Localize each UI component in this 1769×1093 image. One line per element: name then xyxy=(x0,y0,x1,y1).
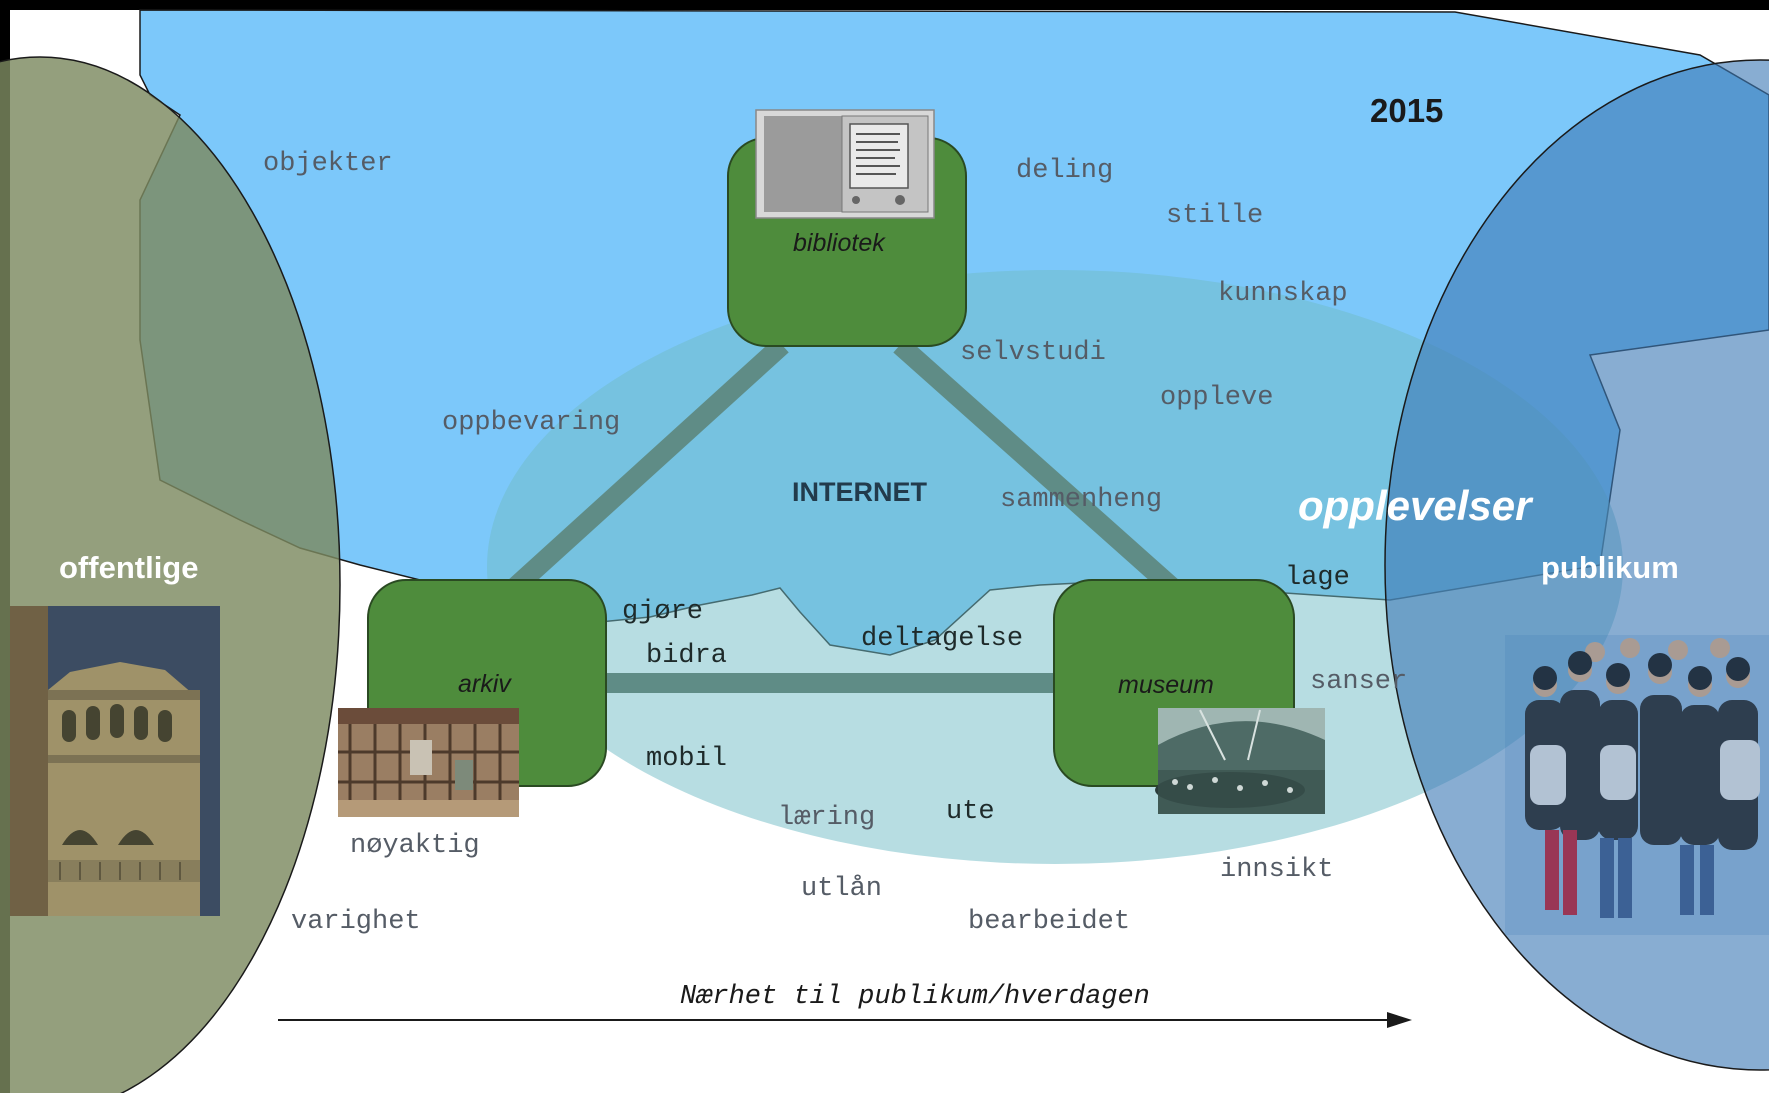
archive-shelves-icon xyxy=(338,708,519,817)
connector-bibliotek-arkiv xyxy=(505,337,789,598)
keyword-objekter: objekter xyxy=(263,149,393,179)
offentlige-label: offentlige xyxy=(59,550,199,585)
keyword-ute: ute xyxy=(946,797,995,827)
opplevelser-label: opplevelser xyxy=(1298,482,1534,529)
museum-hall-icon xyxy=(1155,708,1325,814)
keyword-stille: stille xyxy=(1166,201,1263,231)
keyword-deling: deling xyxy=(1016,156,1113,186)
proximity-arrow xyxy=(278,1012,1412,1028)
keyword-innsikt: innsikt xyxy=(1220,855,1333,885)
keyword-sammenheng: sammenheng xyxy=(1000,485,1162,515)
parliament-building-icon xyxy=(10,606,220,916)
keyword-mobil: mobil xyxy=(646,744,727,774)
keyword-noyaktig: nøyaktig xyxy=(350,831,480,861)
keyword-lage: lage xyxy=(1285,563,1350,593)
ebook-reader-icon xyxy=(755,109,935,219)
keyword-selvstudi: selvstudi xyxy=(960,338,1106,368)
keyword-oppleve: oppleve xyxy=(1160,383,1273,413)
keyword-sanser: sanser xyxy=(1310,667,1407,697)
bibliotek-label[interactable]: bibliotek xyxy=(793,229,886,257)
keyword-bearbeidet: bearbeidet xyxy=(968,907,1130,937)
publikum-label: publikum xyxy=(1541,550,1679,585)
year-label: 2015 xyxy=(1370,92,1443,129)
keyword-utlan: utlån xyxy=(801,874,882,904)
keyword-bidra: bidra xyxy=(646,641,727,671)
connector-bibliotek-museum xyxy=(893,337,1182,598)
arkiv-label[interactable]: arkiv xyxy=(458,670,512,698)
keyword-gjore: gjøre xyxy=(622,597,703,627)
museum-label[interactable]: museum xyxy=(1118,671,1214,699)
axis-caption: Nærhet til publikum/hverdagen xyxy=(680,982,1150,1012)
keyword-laering: læring xyxy=(778,803,875,833)
keyword-oppbevaring: oppbevaring xyxy=(442,408,620,438)
keyword-kunnskap: kunnskap xyxy=(1218,279,1348,309)
keyword-varighet: varighet xyxy=(291,907,421,937)
keyword-deltagelse: deltagelse xyxy=(861,624,1023,654)
internet-label: INTERNET xyxy=(792,477,928,507)
crowd-of-people-icon xyxy=(1505,635,1769,935)
internet-ellipse xyxy=(487,270,1623,864)
connectors xyxy=(505,337,1182,693)
